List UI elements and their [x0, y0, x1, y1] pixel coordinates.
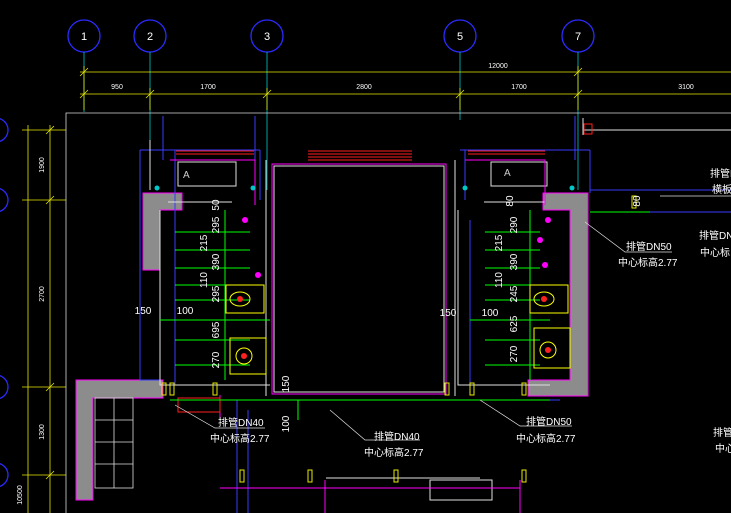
opening-markers	[161, 195, 637, 483]
right-unit-dims: 80 290 215 390 110 245 625 270 150 100 8…	[440, 195, 643, 362]
top-dimension-lines	[79, 66, 731, 110]
left-dimension-texts: 1900 2700 1300 10500	[17, 157, 46, 505]
dim-overall: 12000	[488, 63, 508, 70]
top-dimension-texts: 12000 950 1700 2800 1700 3100	[111, 63, 694, 91]
dim-left-4: 10500	[17, 485, 24, 505]
dim-lu-215: 215	[199, 234, 210, 251]
shaft-opening	[273, 165, 445, 393]
axis-label-3: 3	[264, 31, 270, 43]
bottom-fixture	[429, 479, 493, 501]
dim-ru-110: 110	[494, 272, 505, 288]
balcony-grid	[94, 397, 134, 489]
axis-label-2: 2	[147, 31, 153, 43]
dim-span-5: 3100	[678, 84, 694, 91]
drain-icon-right-toilet	[541, 296, 547, 302]
door-mark-right: A	[504, 168, 511, 179]
dim-span-3: 2800	[356, 84, 372, 91]
dim-ru-290: 290	[509, 216, 520, 233]
window-top-left	[176, 150, 254, 155]
basin-left[interactable]	[229, 337, 267, 375]
pipe-label-dn50-b: 排管DN50	[526, 415, 572, 428]
axis-labels: 1 2 3 5 7	[81, 31, 581, 43]
pipe-label-cut-mid: 排管DN5	[699, 229, 731, 242]
dim-lu-100: 100	[177, 306, 194, 317]
drain-icon-right-basin	[545, 347, 551, 353]
dim-span-2: 1700	[200, 84, 216, 91]
dim-lu-bottom-150: 150	[281, 375, 292, 392]
building-outline	[65, 112, 731, 513]
dim-lu-bottom-100: 100	[281, 415, 292, 432]
pipe-label-cut-top: 排管D	[710, 167, 731, 180]
pipe-label-cut-bot: 排管	[713, 426, 731, 439]
dim-lu-695: 695	[211, 321, 222, 338]
dim-ru-80: 80	[505, 195, 516, 207]
windows	[176, 123, 593, 413]
axis-bubble-left-a[interactable]	[0, 117, 9, 143]
left-counter	[177, 161, 237, 187]
axis-label-1: 1	[81, 31, 87, 43]
dim-lu-270: 270	[211, 351, 222, 368]
dim-ru-215: 215	[494, 234, 505, 251]
leader-lines	[174, 195, 731, 441]
wall-left-bottom	[75, 379, 164, 501]
axis-bubble-left-c[interactable]	[0, 374, 9, 400]
toilet-left[interactable]	[225, 284, 265, 314]
pipe-label-dn40-b: 排管DN40	[374, 430, 420, 443]
walls	[75, 192, 589, 501]
pipe-height-dn50-b: 中心标高2.77	[516, 432, 576, 445]
dim-ru-245: 245	[509, 285, 520, 302]
dim-lu-150: 150	[135, 306, 152, 317]
toilet-right[interactable]	[529, 284, 569, 314]
dim-lu-390: 390	[211, 253, 222, 270]
pipe-height-dn40-a: 中心标高2.77	[210, 432, 270, 445]
dim-ru-625: 625	[509, 315, 520, 332]
axis-bubble-left-b[interactable]	[0, 187, 9, 213]
fixtures	[154, 185, 575, 375]
basin-right[interactable]	[533, 327, 571, 369]
dim-ru-270: 270	[509, 345, 520, 362]
left-unit-dims: 50 295 215 390 110 295 695 270 150 100 1…	[135, 199, 292, 432]
pipe-markers	[242, 217, 551, 278]
drain-icon-left-toilet	[237, 296, 243, 302]
dim-left-1: 1900	[39, 157, 46, 173]
pipe-height-dn50-a: 中心标高2.77	[618, 256, 678, 269]
riser-markers	[154, 185, 575, 191]
pipe-label-dn40-a: 排管DN40	[218, 416, 264, 429]
dim-span-1: 950	[111, 84, 123, 91]
pipe-labels: 排管DN50 中心标高2.77 排管DN50 中心标高2.77 排管DN40 中…	[210, 167, 731, 459]
dim-left-2: 2700	[39, 286, 46, 302]
pipe-height-cut-top: 横板板	[712, 183, 731, 196]
axis-bubble-left-d[interactable]	[0, 462, 9, 488]
pipe-height-cut-mid: 中心标	[700, 246, 730, 259]
pipe-height-cut-bot: 中心	[715, 442, 731, 455]
window-top-center	[308, 150, 412, 161]
window-top-right	[468, 150, 545, 155]
dim-lu-110: 110	[199, 272, 210, 288]
dim-left-3: 1300	[39, 424, 46, 440]
pipe-label-dn50-a: 排管DN50	[626, 240, 672, 253]
drain-icon-left-basin	[241, 353, 247, 359]
right-counter	[490, 161, 548, 187]
door-marks: A A	[183, 168, 511, 181]
dim-lu-295b: 295	[211, 285, 222, 302]
wall-right	[527, 192, 589, 397]
pipe-height-dn40-b: 中心标高2.77	[364, 446, 424, 459]
axis-label-5: 5	[457, 31, 463, 43]
left-axis-bubbles	[0, 117, 9, 488]
dim-ru-390: 390	[509, 253, 520, 270]
dim-ru-100: 100	[482, 308, 499, 319]
window-right-small	[583, 123, 593, 135]
left-dimension-lines	[22, 125, 66, 513]
dim-lu-50: 50	[211, 199, 222, 211]
dim-ru-150: 150	[440, 308, 457, 319]
dim-lu-295a: 295	[211, 216, 222, 233]
door-mark-left: A	[183, 170, 190, 181]
dim-ru-side-80: 80	[632, 195, 643, 207]
window-bottom-left	[177, 397, 221, 413]
dim-span-4: 1700	[511, 84, 527, 91]
axis-label-7: 7	[575, 31, 581, 43]
